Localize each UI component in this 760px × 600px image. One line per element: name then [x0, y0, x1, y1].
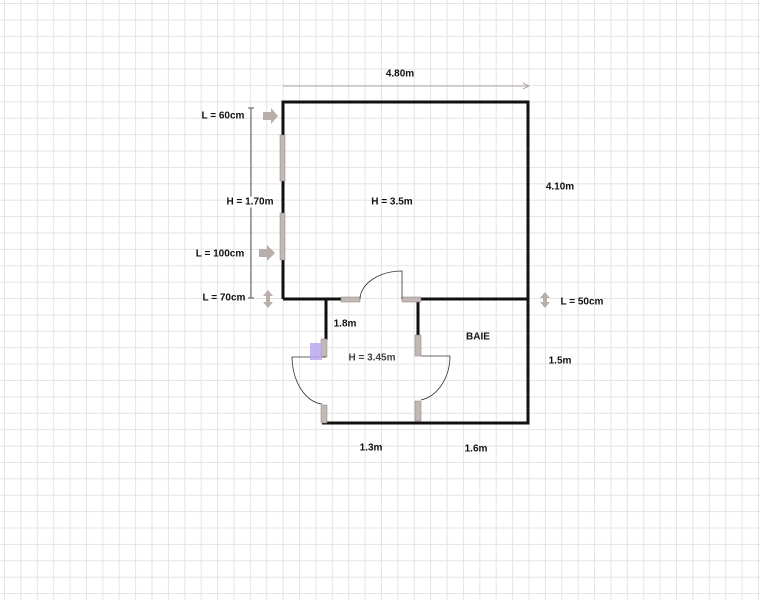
door-frame-left [340, 296, 361, 303]
label-window-height: H = 1.70m [226, 196, 274, 208]
double-arrow-vertical-icon [540, 292, 550, 308]
window-bottom [279, 212, 286, 261]
label-bay-height: 1.5m [548, 355, 572, 367]
double-arrow-vertical-icon [263, 290, 273, 308]
window-top [279, 134, 286, 182]
label-room-height-lower: H = 3.45m [348, 352, 396, 364]
arrow-right-icon [263, 108, 278, 124]
door-jamb-right-bottom [414, 400, 422, 422]
walls [281, 100, 530, 425]
label-room-height-main: H = 3.5m [371, 196, 413, 208]
label-height-right: 4.10m [545, 181, 575, 193]
label-window-bottom: L = 100cm [195, 248, 245, 260]
arrow-right-icon [259, 245, 275, 261]
label-bottom-left-width: 1.3m [359, 442, 383, 454]
purple-marker [310, 343, 322, 360]
dimension-width-arrow [283, 82, 531, 90]
door-jamb-left-bottom [320, 404, 328, 424]
door-frame-right [401, 296, 422, 303]
label-door-right: L = 50cm [560, 296, 604, 308]
label-door-left: L = 70cm [202, 292, 246, 304]
label-bottom-right-width: 1.6m [464, 443, 488, 455]
door-swings [291, 270, 451, 405]
label-corridor-depth: 1.8m [333, 318, 357, 330]
label-window-top: L = 60cm [201, 110, 245, 122]
label-width-top: 4.80m [385, 68, 415, 80]
label-bay: BAIE [466, 331, 490, 343]
arrow-icons [259, 108, 550, 308]
door-jamb-right-top [414, 334, 422, 357]
openings [279, 134, 422, 424]
